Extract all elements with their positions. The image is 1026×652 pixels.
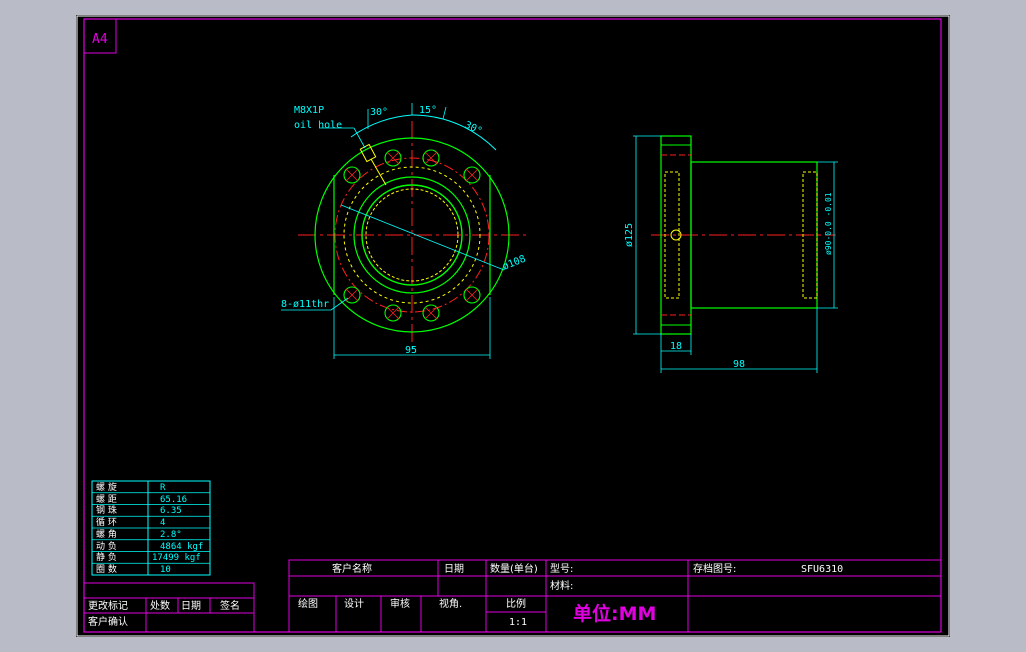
spec-label: 钢 珠 [96, 504, 117, 516]
bolt-hole [343, 166, 361, 184]
side-view: ø125 ø90-0.0 -0.01 18 98 [624, 135, 838, 373]
location-label: 处数 [150, 599, 170, 612]
spec-label: 静 负 [96, 551, 117, 563]
spec-label: 螺 距 [96, 494, 117, 505]
spec-value: 4 [160, 518, 165, 528]
drawing-no-label: 存档图号: [693, 562, 736, 575]
spec-table: 螺 旋 R 螺 距 65.16 钢 珠 6.35 循 环 4 螺 角 2.8° … [91, 480, 211, 576]
spec-label: 圈 数 [96, 563, 117, 575]
spec-value: 2.8° [160, 530, 182, 540]
width-dim-label: 95 [405, 345, 417, 356]
spec-label: 动 负 [96, 540, 117, 552]
bolt-hole [463, 286, 481, 304]
length-label: 98 [733, 359, 745, 370]
revision-date-label: 日期 [181, 600, 201, 612]
angle-arc-left [350, 114, 413, 138]
change-mark-label: 更改标记 [88, 599, 128, 612]
side-hidden-right [802, 171, 818, 299]
spec-value: 4864 kgf [160, 542, 203, 552]
bolt-holes [343, 149, 481, 322]
flange-dia-label: ø125 [624, 223, 635, 247]
flange-thk-label: 18 [670, 341, 682, 352]
body-hidden-circle [343, 166, 481, 304]
bolt-hole [422, 304, 440, 322]
spec-value: R [160, 483, 166, 493]
angle-left-label: 30° [370, 107, 388, 118]
oil-hole-channel [370, 158, 387, 186]
hole-callout: 8-ø11thr [281, 299, 329, 310]
unit-label: 单位:MM [573, 602, 656, 625]
side-hidden-left [664, 171, 680, 299]
thread-callout: M8X1P [294, 105, 324, 116]
quantity-label: 数量(单台) [490, 562, 538, 575]
diameter-outer-label: ø108 [501, 254, 527, 273]
flange-circle [314, 137, 510, 333]
scale-value: 1:1 [509, 617, 527, 628]
scale-label: 比例 [506, 597, 526, 610]
customer-confirm-label: 客户确认 [88, 615, 128, 628]
spec-label: 螺 旋 [96, 481, 117, 493]
angle-arc-right [442, 118, 497, 151]
spec-label: 螺 角 [96, 528, 117, 540]
drawing-no: SFU6310 [801, 564, 843, 575]
bolt-hole [343, 286, 361, 304]
outer-border [76, 15, 950, 637]
spec-value: 6.35 [160, 506, 182, 516]
side-oil-hole [670, 229, 682, 241]
model-label: 型号: [550, 562, 573, 575]
oil-hole-callout: oil hole [294, 120, 342, 131]
diameter-leader [340, 204, 505, 271]
revision-block: 更改标记 处数 日期 签名 客户确认 [83, 582, 255, 633]
view-label: 视角. [439, 597, 462, 610]
spec-value: 17499 kgf [152, 553, 201, 563]
customer-name-label: 客户名称 [332, 562, 372, 575]
angle-right-label: 30° [463, 120, 484, 138]
bolt-hole [384, 304, 402, 322]
spec-label: 循 环 [96, 516, 117, 528]
bolt-hole [422, 149, 440, 167]
bolt-hole [384, 149, 402, 167]
material-label: 材料: [550, 579, 573, 592]
sheet-size: A4 [92, 32, 108, 47]
bore-circle [361, 184, 463, 286]
drawing-canvas: A4 [76, 15, 950, 637]
title-date-label: 日期 [444, 563, 464, 575]
spec-value: 65.16 [160, 495, 187, 505]
thread-hidden-circle [365, 188, 459, 282]
bolt-hole [463, 166, 481, 184]
body-dia-label: ø90-0.0 -0.01 [824, 192, 833, 255]
inner-border [83, 18, 942, 633]
cad-drawing: A4 [76, 15, 950, 637]
title-block: 客户名称 日期 数量(单台) 型号: 存档图号: SFU6310 材料: 绘图 … [288, 559, 942, 633]
sheet-size-box [83, 18, 117, 54]
sign-label: 签名 [220, 599, 240, 612]
design-label: 设计 [344, 597, 364, 610]
nut-circle [353, 176, 471, 294]
front-view: 30° 15° 30° M8X1P oil hole 8-ø11thr ø108… [281, 103, 528, 359]
spec-value: 10 [160, 565, 171, 575]
drawn-label: 绘图 [298, 597, 318, 610]
angle-mid-label: 15° [419, 105, 437, 116]
bolt-circle [334, 157, 490, 313]
check-label: 审核 [390, 597, 410, 610]
oil-hole [359, 143, 377, 163]
